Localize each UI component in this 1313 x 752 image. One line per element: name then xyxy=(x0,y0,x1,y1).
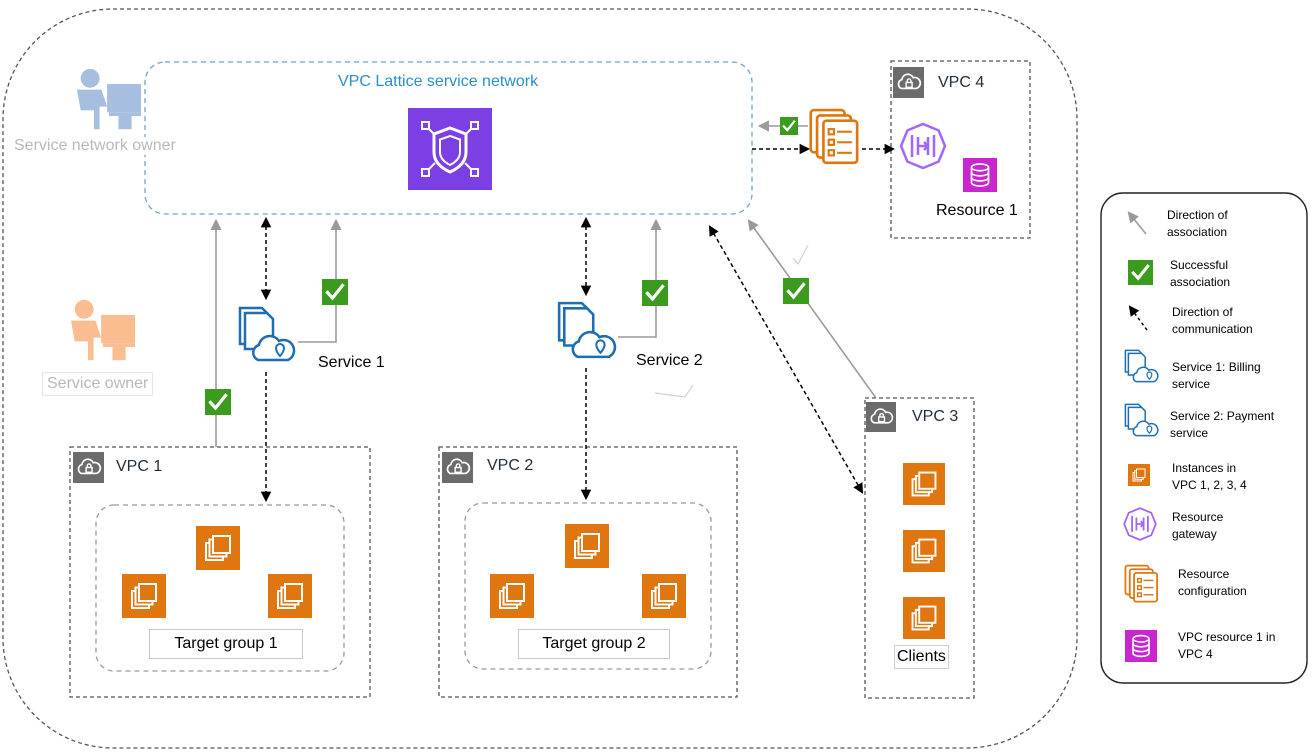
vpc-lattice-icon xyxy=(408,108,492,190)
instance-icon xyxy=(196,526,240,570)
legend-vpc-resource-icon xyxy=(1125,630,1157,662)
vpc4-label: VPC 4 xyxy=(938,74,985,91)
legend-text-instances: Instances in VPC 1, 2, 3, 4 xyxy=(1172,461,1247,492)
vpc2-label: VPC 2 xyxy=(487,457,534,474)
outer-boundary xyxy=(2,8,1078,749)
scribble-mark xyxy=(654,384,694,398)
vpc-resource-icon xyxy=(963,158,997,192)
resource-gateway-icon xyxy=(899,122,947,170)
resource-configuration-icon xyxy=(809,108,859,165)
vpc3-badge-icon xyxy=(866,402,896,432)
successful-association-icon xyxy=(780,117,798,135)
target-group2-label: Target group 2 xyxy=(518,629,670,659)
successful-association-icon xyxy=(642,280,668,306)
legend-text-service1: Service 1: Billing service xyxy=(1172,360,1261,391)
vpc2-badge-icon xyxy=(442,452,473,483)
vpc3-box xyxy=(864,397,975,699)
legend-resource-configuration-icon xyxy=(1124,564,1159,603)
scribble-mark xyxy=(792,244,809,266)
target-group1-box xyxy=(95,504,345,672)
vpc1-label: VPC 1 xyxy=(116,458,163,475)
legend-resource-gateway-icon xyxy=(1123,507,1157,541)
legend-text-direction-of-communication: Direction of communication xyxy=(1172,305,1253,336)
service-network-title: VPC Lattice service network xyxy=(338,73,539,90)
instance-icon xyxy=(903,530,945,572)
service2-label: Service 2 xyxy=(636,352,703,370)
legend-text-direction-of-association: Direction of association xyxy=(1167,208,1228,239)
legend-green-check-icon xyxy=(1128,260,1153,285)
legend-text-vpc-resource: VPC resource 1 in VPC 4 xyxy=(1178,630,1276,661)
instance-icon xyxy=(565,524,609,568)
legend-dashed-arrow-icon xyxy=(1128,305,1148,331)
instance-icon xyxy=(268,574,312,618)
legend-text-resource-configuration: Resource configuration xyxy=(1178,567,1247,598)
instance-icon xyxy=(903,597,945,639)
legend-instance-icon xyxy=(1128,464,1150,486)
vpc3-label: VPC 3 xyxy=(912,408,959,425)
service1-icon xyxy=(238,306,296,362)
service-owner-label: Service owner xyxy=(42,372,154,396)
successful-association-icon xyxy=(322,279,348,305)
legend-gray-arrow-icon xyxy=(1127,211,1147,235)
service-network-owner-icon xyxy=(76,68,142,130)
target-group1-label: Target group 1 xyxy=(149,629,303,659)
vpc4-badge-icon xyxy=(893,67,924,98)
vpc4-box xyxy=(890,60,1031,239)
legend-text-successful-association: Successful association xyxy=(1170,258,1231,289)
legend-text-service2: Service 2: Payment service xyxy=(1170,409,1275,440)
resource1-label: Resource 1 xyxy=(936,202,1018,220)
instance-icon xyxy=(122,574,166,618)
clients-label: Clients xyxy=(894,645,949,669)
service-owner-icon xyxy=(70,299,136,361)
association-arrow xyxy=(747,219,877,399)
vpc1-badge-icon xyxy=(73,452,104,483)
communication-arrow xyxy=(708,225,864,494)
service1-label: Service 1 xyxy=(318,354,385,372)
vpc2-box xyxy=(438,446,738,698)
vpc1-box xyxy=(69,446,371,698)
successful-association-icon xyxy=(205,389,231,415)
service-network-owner-label: Service network owner xyxy=(14,137,176,155)
service2-icon xyxy=(557,301,617,359)
successful-association-icon xyxy=(783,278,809,304)
association-arrow xyxy=(298,218,342,343)
instance-icon xyxy=(642,574,686,618)
instance-icon xyxy=(903,463,945,505)
legend-text-resource-gateway: Resource gateway xyxy=(1172,510,1224,541)
association-arrow xyxy=(618,218,662,338)
instance-icon xyxy=(490,574,534,618)
legend-box xyxy=(1100,192,1308,684)
